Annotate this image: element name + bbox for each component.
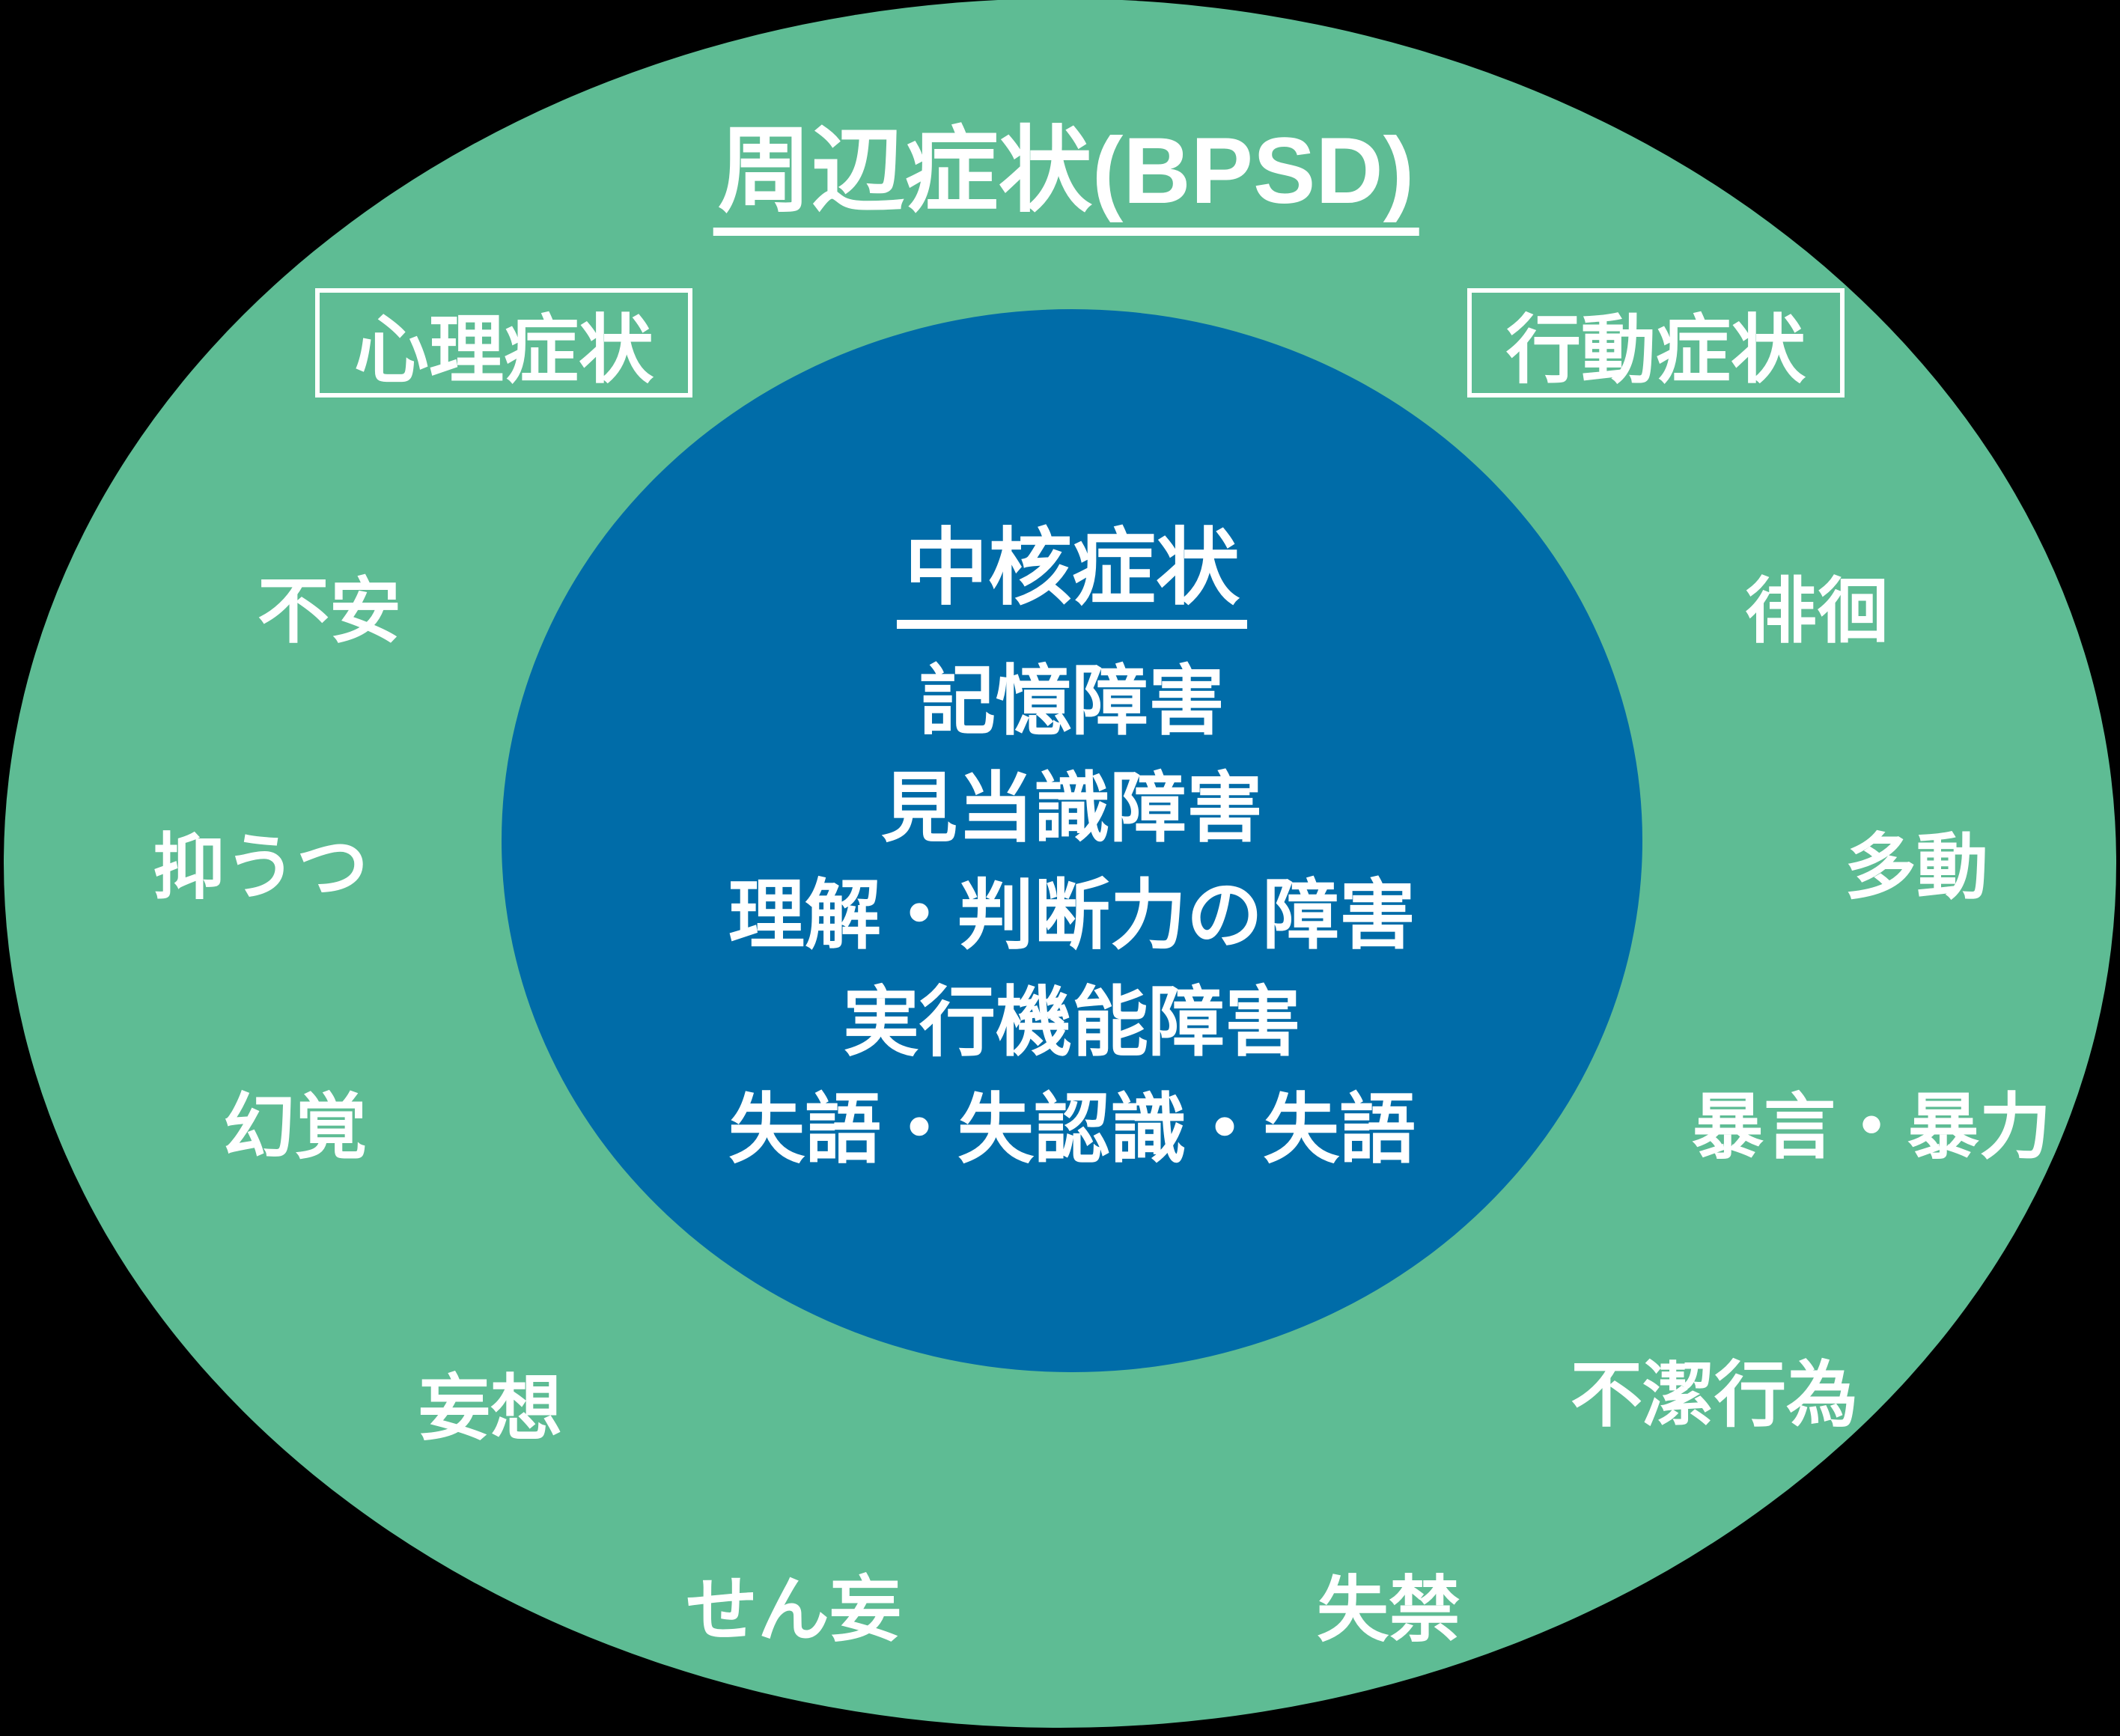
- behavior-symptom-label: 失禁: [1317, 1570, 1460, 1651]
- core-symptoms-block: 中核症状 記憶障害 見当識障害 理解・判断力の障害 実行機能障害 失語・失認識・…: [502, 520, 1642, 1184]
- psych-symptom-label: 幻覚: [223, 1087, 367, 1168]
- core-symptom-item: 失語・失認識・失語: [728, 1086, 1416, 1172]
- core-symptom-item: 記憶障害: [919, 658, 1225, 744]
- core-symptoms-heading: 中核症状: [897, 520, 1247, 629]
- core-symptom-item: 見当識障害: [881, 765, 1263, 851]
- behavior-symptom-label: 徘徊: [1745, 571, 1889, 652]
- psych-symptom-label: 不安: [258, 571, 401, 652]
- behavior-symptom-label: 不潔行為: [1571, 1355, 1858, 1436]
- behavioral-symptoms-box: 行動症状: [1467, 288, 1845, 398]
- psychological-symptoms-box: 心理症状: [315, 288, 692, 398]
- core-symptom-item: 実行機能障害: [843, 979, 1301, 1065]
- core-symptom-item: 理解・判断力の障害: [728, 872, 1416, 958]
- psych-symptom-label: せん妄: [686, 1570, 901, 1651]
- psych-symptom-label: 妄想: [418, 1368, 562, 1449]
- diagram-title: 周辺症状(BPSD): [713, 120, 1419, 236]
- core-symptoms-circle: [502, 309, 1642, 1372]
- psych-symptom-label: 抑うつ: [153, 827, 368, 908]
- behavior-symptom-label: 暴言・暴力: [1692, 1087, 2051, 1168]
- psychological-symptoms-box-label: 心理症状: [354, 308, 654, 392]
- behavior-symptom-label: 多動: [1845, 827, 1988, 908]
- behavioral-symptoms-box-label: 行動症状: [1506, 308, 1806, 392]
